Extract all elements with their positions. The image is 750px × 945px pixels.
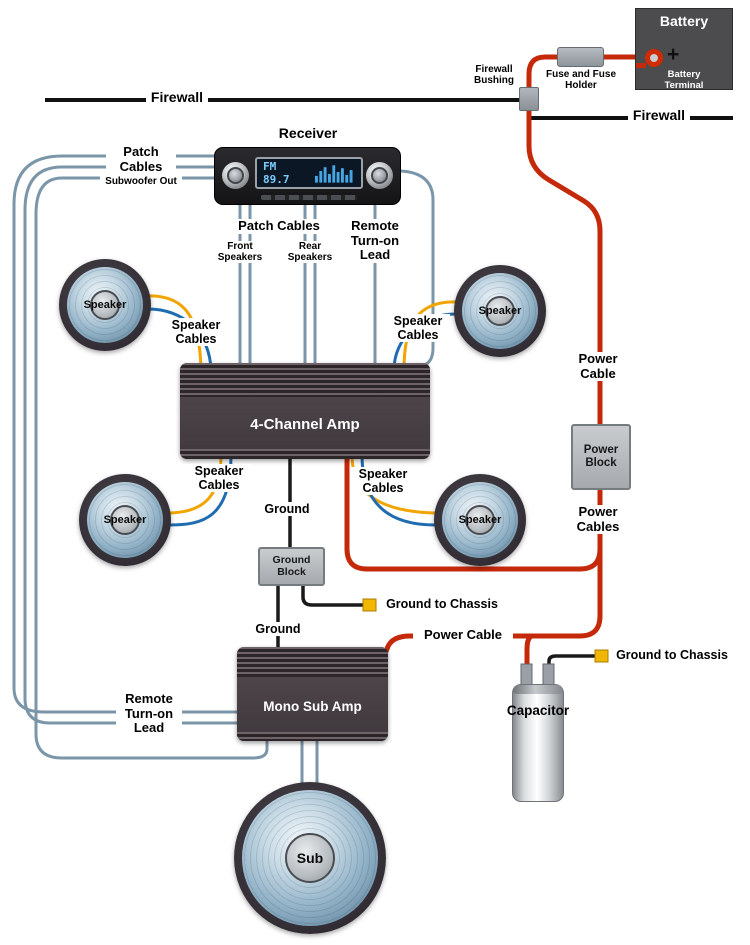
speaker-cone [87,482,163,558]
speaker-dust-cap [90,290,120,320]
ground-block-label: Ground Block [272,553,311,578]
power-block-label: Power Block [583,444,619,469]
receiver-display: FM 89.7 [255,157,363,189]
spectrum-bars-icon [314,165,353,183]
ground-wire-capacitor-to-chassis [547,654,595,672]
ground-wire-block-to-chassis [301,584,363,607]
battery-terminal-label: Battery Terminal [664,69,704,91]
speaker-dust-cap [465,505,495,535]
capacitor-label: Capacitor [506,703,570,718]
firewall-bushing [519,87,539,111]
power-cable-right-label: Power Cable [567,351,629,382]
ground-to-chassis-right-label: Ground to Chassis [611,648,733,662]
receiver-buttons[interactable] [261,195,357,200]
fuse-holder-label: Fuse and Fuse Holder [541,69,621,92]
speaker-front-left: Speaker [59,259,151,351]
battery-wire-stub [636,63,646,68]
subwoofer: Sub [234,782,386,934]
speaker-front-right: Speaker [454,265,546,357]
frequency-readout: FM 89.7 [263,160,290,186]
power-cables-label: Power Cables [566,504,630,535]
amp-label: 4-Channel Amp [250,416,360,433]
amp-heatsink-fins [180,363,430,397]
receiver-title: Receiver [270,125,346,142]
firewall-bushing-label: Firewall Bushing [462,64,526,87]
speaker-wire-fl-yellow [145,294,203,371]
battery: Battery + Battery Terminal [635,8,733,91]
ground-block: Ground Block [258,547,325,586]
speaker-label: Speaker [103,514,147,526]
amp-heatsink-fins [237,647,388,677]
speaker-label: Speaker [478,305,522,317]
power-cable-mid-label: Power Cable [413,627,513,643]
remote-lead-bottom-label: Remote Turn-on Lead [116,691,182,736]
battery-terminal-ring-icon [645,49,663,67]
patch-cables-bottom-label: Patch Cables [226,218,332,234]
speaker-cables-fr-label: Speaker Cables [386,314,450,342]
remote-lead-top-label: Remote Turn-on Lead [342,218,408,263]
receiver: FM 89.7 [214,147,401,205]
tuning-knob-icon[interactable] [366,162,393,189]
ground-bottom-label: Ground [255,622,301,636]
ground-top-label: Ground [264,502,310,516]
speaker-rear-left: Speaker [79,474,171,566]
speaker-dust-cap [285,833,335,883]
chassis-lug-right [594,649,609,663]
subwoofer-label: Sub [296,850,324,866]
capacitor-terminal-positive [520,663,533,687]
amp-heatsink-fins-bottom [237,732,388,741]
speaker-dust-cap [485,296,515,326]
subwoofer-out-label: Subwoofer Out [100,176,182,188]
mono-sub-amp: Mono Sub Amp [237,647,388,741]
capacitor [512,684,564,802]
amp-heatsink-fins-bottom [180,449,430,459]
firewall-right-label: Firewall [628,107,690,124]
speaker-cables-br-label: Speaker Cables [350,467,416,495]
subwoofer-patch-cable-2 [23,165,240,725]
patch-cables-left-label: Patch Cables [106,144,176,175]
capacitor-terminal-negative [542,663,555,687]
firewall-left-label: Firewall [146,89,208,106]
fuse-holder [557,47,604,67]
power-cable-main-run [526,54,603,430]
chassis-lug-mid [362,598,377,612]
volume-knob-icon[interactable] [222,162,249,189]
power-cable-to-capacitor [524,633,534,675]
amp-label: Mono Sub Amp [263,699,362,714]
speaker-label: Speaker [83,299,127,311]
subwoofer-patch-cable-1 [12,154,240,714]
power-block: Power Block [571,424,631,490]
rear-speakers-label: Rear Speakers [281,241,339,264]
speaker-rear-right: Speaker [434,474,526,566]
four-channel-amp: 4-Channel Amp [180,363,430,459]
speaker-dust-cap [110,505,140,535]
speaker-cables-fl-label: Speaker Cables [163,318,229,346]
front-speakers-label: Front Speakers [211,241,269,264]
speaker-label: Speaker [458,514,502,526]
battery-plus-sign: + [667,43,680,66]
speaker-cables-bl-label: Speaker Cables [186,464,252,492]
battery-label: Battery [659,13,709,29]
ground-to-chassis-mid-label: Ground to Chassis [381,597,503,611]
remote-lead-to-mono-amp [34,176,269,760]
remote-lead-receiver-right [400,169,435,368]
